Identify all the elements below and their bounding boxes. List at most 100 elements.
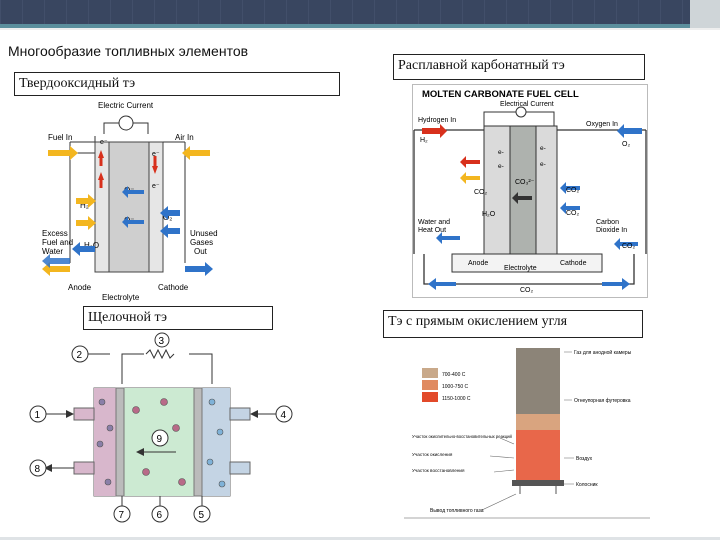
svg-text:6: 6 <box>157 510 163 521</box>
circle-num-6: 6 <box>151 505 169 523</box>
slide-footer-line <box>0 537 720 540</box>
mcfc-e3: e- <box>540 145 546 152</box>
mcfc-hydrogen-in: Hydrogen In <box>418 117 456 124</box>
circle-num-8: 8 <box>29 459 47 477</box>
slide-title: Многообразие топливных элементов <box>8 43 249 59</box>
mcfc-electrolyte: Electrolyte <box>504 265 537 272</box>
sofc-cathode: Cathode <box>158 283 189 292</box>
mcfc-co2-in: CO₂ <box>622 243 636 250</box>
coal-ann-right-1: Газ для анодной камеры <box>574 349 632 356</box>
coal-ann-left-2: Участок окисления <box>412 452 453 457</box>
sofc-unused-3: Out <box>194 247 208 256</box>
mcfc-electrolyte-base <box>451 253 603 273</box>
sofc-diagram: Electric Current Fuel In Air In e⁻ e⁻ e⁻… <box>42 101 218 302</box>
mcfc-h2o: H₂O <box>482 211 496 218</box>
svg-text:2: 2 <box>77 350 83 361</box>
label-alkaline: Щелочной тэ <box>83 306 273 330</box>
sofc-fuel-in: Fuel In <box>48 133 72 142</box>
alkaline-diagram: 3 2 9 1 8 4 7 6 5 <box>29 332 293 523</box>
svg-text:1: 1 <box>35 410 41 421</box>
sofc-electrolyte: Electrolyte <box>102 293 140 302</box>
mcfc-electrolyte-plate <box>509 125 537 255</box>
header-bg-dark <box>0 0 690 26</box>
svg-text:1000-750 C: 1000-750 C <box>442 384 469 390</box>
sofc-e3: e⁻ <box>152 183 160 190</box>
svg-text:8: 8 <box>35 464 41 475</box>
coal-diagram: 700-400 C 1000-750 C 1150-1000 C Газ для… <box>404 344 650 520</box>
circle-num-3: 3 <box>154 332 170 348</box>
mcfc-title: MOLTEN CARBONATE FUEL CELL <box>422 89 579 100</box>
label-coal: Тэ с прямым окислением угля <box>383 310 643 338</box>
svg-text:4: 4 <box>281 410 287 421</box>
circle-num-5: 5 <box>193 505 211 523</box>
mcfc-e4: e- <box>540 161 546 168</box>
mcfc-diagram: MOLTEN CARBONATE FUEL CELL Electrical Cu… <box>412 84 648 298</box>
mcfc-co2-bottom: CO₂ <box>520 287 534 294</box>
mcfc-anode-plate <box>483 125 511 255</box>
mcfc-water-heat-1: Water and <box>418 219 450 226</box>
alkaline-anode <box>115 387 125 497</box>
mcfc-oxygen-in: Oxygen In <box>586 121 618 128</box>
sofc-air-in: Air In <box>175 133 194 142</box>
mcfc-carbon-2: Dioxide In <box>596 227 627 234</box>
coal-hot-zone <box>516 428 560 480</box>
sofc-excess-3: Water <box>42 247 63 256</box>
sofc-h2o: H₂O <box>84 241 99 250</box>
mcfc-e2: e- <box>498 163 504 170</box>
coal-bottom-note: Вывод топливного газа <box>430 508 484 514</box>
mcfc-anode: Anode <box>468 260 488 267</box>
svg-text:9: 9 <box>157 434 163 445</box>
svg-text:3: 3 <box>159 336 165 347</box>
circle-num-4: 4 <box>275 405 293 423</box>
mcfc-water-heat-2: Heat Out <box>418 227 446 234</box>
svg-text:700-400 C: 700-400 C <box>442 372 466 378</box>
legend-swatch-3 <box>422 392 438 402</box>
slide-header-bar <box>0 0 720 30</box>
mcfc-e1: e- <box>498 149 504 156</box>
mcfc-electrical-current: Electrical Current <box>500 101 554 108</box>
alkaline-cathode <box>193 387 203 497</box>
sofc-electrolyte-plate <box>108 141 150 273</box>
legend-swatch-1 <box>422 368 438 378</box>
coal-legend: 700-400 C 1000-750 C 1150-1000 C <box>422 368 471 402</box>
alkaline-oxygen-chamber <box>198 388 230 496</box>
sofc-anode: Anode <box>68 283 92 292</box>
mcfc-co2-cathode-2: CO₂ <box>566 210 580 217</box>
coal-ann-right-4: Колосник <box>576 482 598 488</box>
mcfc-carbon-1: Carbon <box>596 219 619 226</box>
air-in-arrow <box>182 146 210 160</box>
sofc-e2: e⁻ <box>152 151 160 158</box>
svg-text:1150-1000 C: 1150-1000 C <box>442 396 471 402</box>
sofc-excess-1: Excess <box>42 229 68 238</box>
sofc-excess-2: Fuel and <box>42 238 73 247</box>
header-texture <box>0 0 690 24</box>
mcfc-co2-anode: CO₂ <box>474 189 488 196</box>
coal-ann-left-3: Участок восстановления <box>412 468 465 473</box>
header-corner <box>690 0 720 28</box>
label-mcfc: Расплавной карбонатный тэ <box>393 54 645 80</box>
circle-num-7: 7 <box>113 505 131 523</box>
sofc-unused-1: Unused <box>190 229 218 238</box>
label-sofc: Твердооксидный тэ <box>14 72 340 96</box>
sofc-cathode-plate <box>148 141 164 273</box>
mcfc-h2: H₂ <box>420 137 428 144</box>
sofc-unused-2: Gases <box>190 238 213 247</box>
sofc-electric-current: Electric Current <box>98 101 154 110</box>
circle-num-1: 1 <box>29 405 47 423</box>
legend-swatch-2 <box>422 380 438 390</box>
circle-num-2: 2 <box>71 345 89 363</box>
mcfc-co3: CO₃²⁻ <box>515 179 535 186</box>
fuel-in-arrow <box>48 146 78 160</box>
sofc-e1: e⁻ <box>100 139 108 146</box>
coal-ann-right-3: Воздух <box>576 456 593 462</box>
coal-ann-left-1: Участок окислительно-восстановительных р… <box>412 434 512 439</box>
svg-text:5: 5 <box>199 510 205 521</box>
mcfc-cathode: Cathode <box>560 260 587 267</box>
circle-num-9: 9 <box>151 429 169 447</box>
coal-ann-right-2: Огнеупорная футеровка <box>574 398 631 404</box>
svg-text:7: 7 <box>119 510 125 521</box>
load-icon <box>118 115 134 131</box>
header-accent-line <box>0 24 690 28</box>
mcfc-o2: O₂ <box>622 141 630 148</box>
mcfc-co2-cathode-1: CO₂ <box>566 187 580 194</box>
